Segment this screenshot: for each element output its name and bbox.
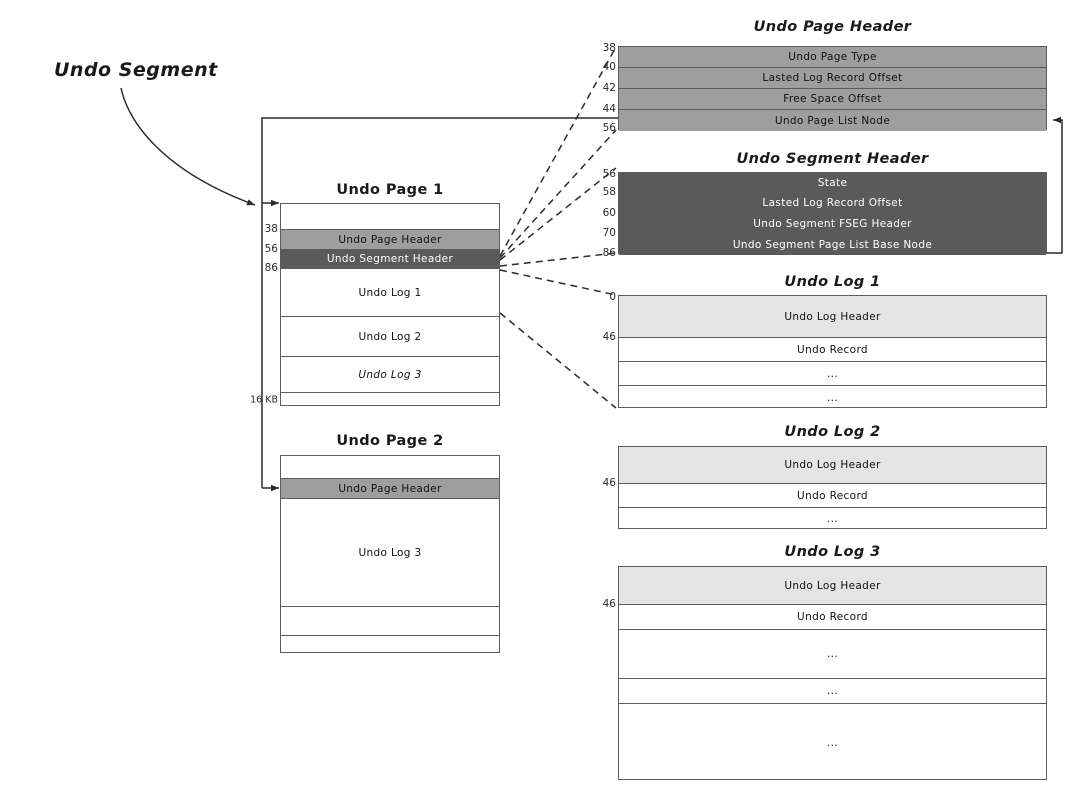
undo-log-3-box[interactable]: Undo Log Header Undo Record ... ... ...: [618, 566, 1047, 780]
undo-page-1-row-0: [281, 204, 499, 230]
undo-segment-header-offset-70: 70: [602, 227, 616, 239]
leader-segment-header-top: [499, 167, 617, 261]
undo-page-2-row-0: [281, 456, 499, 479]
undo-segment-header-row-lasted-log-record-offset[interactable]: Lasted Log Record Offset: [619, 193, 1046, 214]
undo-page-1-row-undo-log-2[interactable]: Undo Log 2: [281, 317, 499, 357]
undo-page-2-title: Undo Page 2: [336, 433, 444, 449]
undo-segment-leader-arrow: [120, 87, 256, 206]
undo-page-2-row-undo-log-3[interactable]: Undo Log 3: [281, 499, 499, 607]
undo-page-2-row-3: [281, 607, 499, 636]
undo-segment-header-box[interactable]: State Lasted Log Record Offset Undo Segm…: [618, 172, 1047, 255]
undo-page-1-row-segment-header[interactable]: Undo Segment Header: [281, 250, 499, 269]
leader-page-header-bottom: [499, 129, 617, 259]
undo-log-3-row-ellipsis-3: ...: [826, 736, 839, 749]
page-list-loop: [1047, 116, 1063, 254]
undo-log-3-title: Undo Log 3: [784, 544, 881, 560]
undo-page-header-box[interactable]: Undo Page Type Lasted Log Record Offset …: [618, 46, 1047, 131]
undo-page-1-offset-16kb: 16 KB: [250, 394, 278, 406]
undo-page-header-row-lasted-log-record-offset[interactable]: Lasted Log Record Offset: [619, 68, 1046, 89]
undo-log-1-offset-0: 0: [609, 291, 616, 303]
undo-log-1-row-ellipsis-2: ...: [826, 391, 839, 404]
undo-segment-header-offset-58: 58: [602, 186, 616, 198]
undo-log-1-offset-46: 46: [602, 331, 616, 343]
undo-log-3-row-ellipsis-1: ...: [619, 630, 1046, 679]
leader-log1-top: [499, 269, 617, 296]
undo-page-header-offset-38: 38: [602, 42, 616, 54]
undo-segment-header-offset-86: 86: [602, 247, 616, 259]
undo-log-1-row-undo-record[interactable]: Undo Record: [619, 338, 1046, 362]
undo-segment-header-offset-60: 60: [602, 207, 616, 219]
undo-log-2-row-ellipsis-1: ...: [826, 513, 839, 525]
undo-page-2-box[interactable]: Undo Page Header Undo Log 3: [280, 455, 500, 653]
undo-page-1-row-undo-log-3[interactable]: Undo Log 3: [281, 357, 499, 393]
undo-page-header-offset-40: 40: [602, 61, 616, 73]
undo-log-2-offset-46: 46: [602, 477, 616, 489]
undo-log-2-row-header[interactable]: Undo Log Header: [619, 447, 1046, 484]
undo-segment-header-title: Undo Segment Header: [736, 151, 929, 167]
undo-segment-header-offset-56: 56: [602, 168, 616, 180]
undo-log-1-box[interactable]: Undo Log Header Undo Record ... ...: [618, 295, 1047, 408]
undo-segment-label: Undo Segment: [54, 59, 218, 81]
undo-log-2-title: Undo Log 2: [784, 424, 881, 440]
undo-page-1-offset-86: 86: [264, 262, 278, 274]
undo-log-1-row-ellipsis-1: ...: [619, 362, 1046, 386]
undo-page-1-offset-38: 38: [264, 223, 278, 235]
leader-segment-header-bottom: [499, 252, 617, 267]
leader-page-header-top: [499, 46, 617, 257]
undo-page-1-row-page-header[interactable]: Undo Page Header: [281, 230, 499, 250]
undo-log-3-offset-46: 46: [602, 598, 616, 610]
undo-segment-header-row-fseg-header[interactable]: Undo Segment FSEG Header: [619, 214, 1046, 234]
undo-log-2-box[interactable]: Undo Log Header Undo Record ...: [618, 446, 1047, 529]
undo-page-header-row-undo-page-type[interactable]: Undo Page Type: [619, 47, 1046, 68]
undo-log-3-row-ellipsis-2: ...: [619, 679, 1046, 704]
undo-page-header-row-undo-page-list-node[interactable]: Undo Page List Node: [619, 110, 1046, 131]
undo-log-1-title: Undo Log 1: [784, 274, 881, 290]
undo-page-1-box[interactable]: Undo Page Header Undo Segment Header Und…: [280, 203, 500, 406]
undo-log-2-row-undo-record[interactable]: Undo Record: [619, 484, 1046, 508]
undo-page-header-offset-56: 56: [602, 122, 616, 134]
undo-page-header-title: Undo Page Header: [753, 19, 912, 35]
undo-page-1-row-undo-log-1[interactable]: Undo Log 1: [281, 269, 499, 317]
undo-page-1-offset-56: 56: [264, 243, 278, 255]
leader-log1-bottom: [499, 312, 617, 409]
undo-page-2-row-page-header[interactable]: Undo Page Header: [281, 479, 499, 499]
undo-segment-header-row-state[interactable]: State: [619, 173, 1046, 193]
undo-page-header-offset-44: 44: [602, 103, 616, 115]
undo-page-header-offset-42: 42: [602, 82, 616, 94]
undo-page-1-row-tail: [281, 393, 499, 407]
undo-log-1-row-header[interactable]: Undo Log Header: [619, 296, 1046, 338]
undo-page-1-title: Undo Page 1: [336, 182, 444, 198]
undo-segment-header-row-page-list-base-node[interactable]: Undo Segment Page List Base Node: [619, 234, 1046, 255]
undo-log-3-row-undo-record[interactable]: Undo Record: [619, 605, 1046, 630]
undo-log-3-row-header[interactable]: Undo Log Header: [619, 567, 1046, 605]
undo-page-2-row-4: [281, 636, 499, 654]
undo-page-header-row-free-space-offset[interactable]: Free Space Offset: [619, 89, 1046, 110]
